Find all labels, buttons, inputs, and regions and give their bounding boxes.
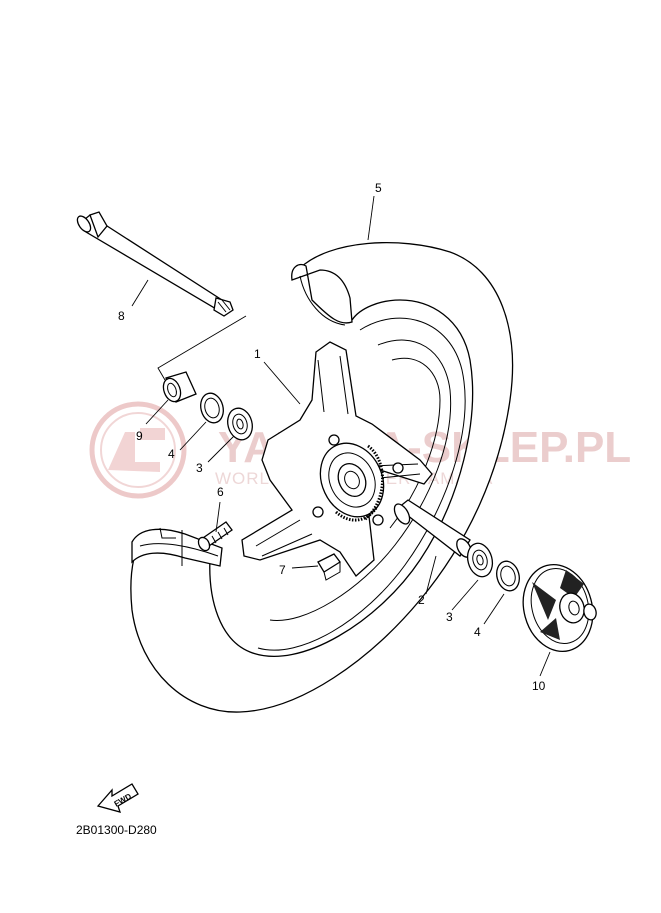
tire-part <box>130 241 514 713</box>
valve-part <box>197 521 233 552</box>
callout-8: 8 <box>118 309 125 323</box>
callout-4-right: 4 <box>474 625 481 639</box>
callout-10: 10 <box>532 679 546 693</box>
wheel-and-tire <box>130 241 514 713</box>
fwd-arrow-icon: FWD <box>96 783 139 813</box>
callout-9: 9 <box>136 429 143 443</box>
callout-2: 2 <box>418 593 425 607</box>
oil-seal-left <box>200 392 224 424</box>
callout-labels: 5 8 1 9 4 3 6 7 2 3 4 10 <box>118 181 546 693</box>
hub-cover-part <box>522 563 597 653</box>
callout-6: 6 <box>217 485 224 499</box>
balance-weight-part <box>317 553 341 581</box>
watermark-logo <box>89 401 187 499</box>
leader-lines <box>131 195 551 677</box>
collar-part <box>162 371 197 403</box>
drawing-code: 2B01300-D280 <box>76 823 157 837</box>
oil-seal-right <box>496 560 520 592</box>
assembly-bracket-line <box>157 315 247 381</box>
callout-7: 7 <box>279 563 286 577</box>
callout-3-right: 3 <box>446 610 453 624</box>
bearing-right <box>466 542 494 578</box>
callout-1: 1 <box>254 347 261 361</box>
callout-4-left: 4 <box>168 447 175 461</box>
callout-5: 5 <box>375 181 382 195</box>
bearing-left <box>227 407 253 441</box>
axle-part <box>76 211 234 317</box>
callout-3-left: 3 <box>196 461 203 475</box>
